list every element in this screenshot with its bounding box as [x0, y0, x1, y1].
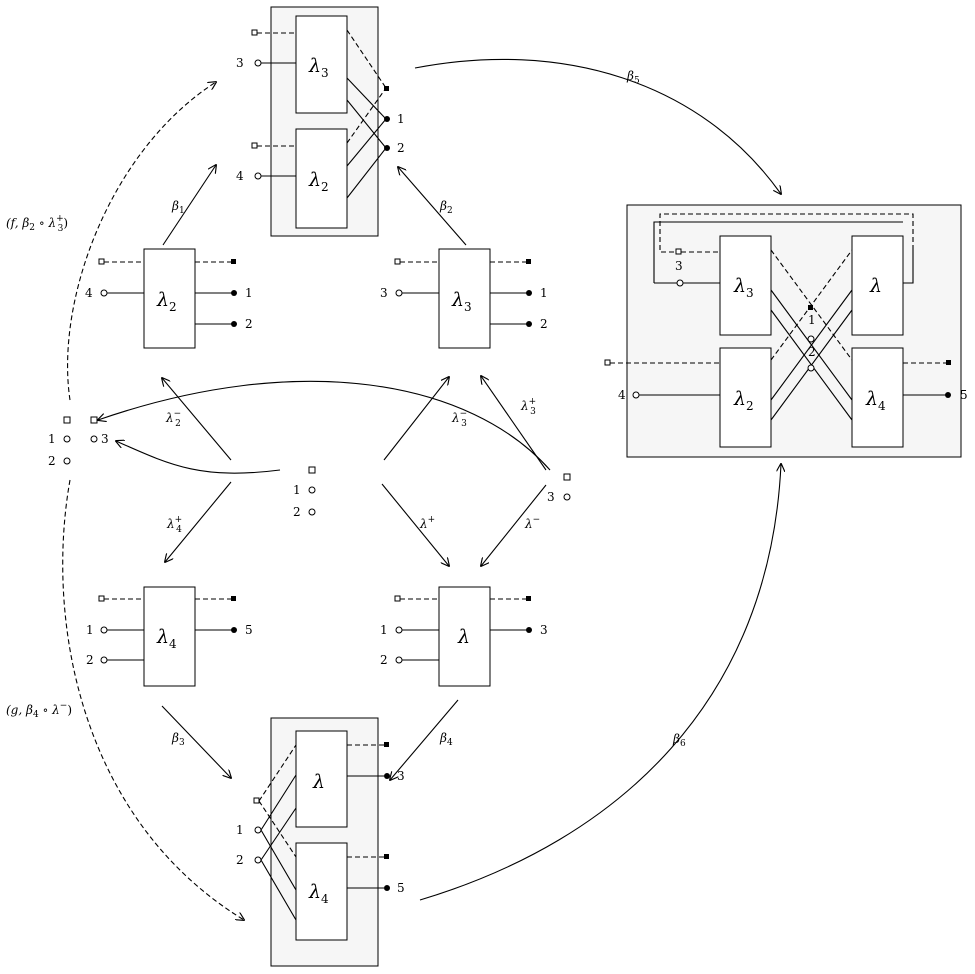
- arrow-lambda-plus: [381, 483, 449, 566]
- left-lambda2-box-group: [98, 248, 237, 349]
- port-label: 1: [808, 313, 816, 327]
- port-label: 1: [245, 286, 253, 300]
- right-lambda-box-group: [394, 586, 532, 687]
- right-lambda3-label: λ3: [451, 289, 472, 314]
- port-label: 4: [85, 286, 93, 300]
- port-label: 3: [547, 490, 555, 504]
- beta1-label: β1: [171, 199, 185, 216]
- port-label: 2: [380, 653, 388, 667]
- arrow-lambda3-minus: [98, 380, 551, 471]
- label-f-pair: (f, β2 ∘ λ+3): [6, 214, 68, 234]
- arrow-lambda3-minus-b: [383, 377, 449, 461]
- port-label: 1: [293, 483, 301, 497]
- arrow-beta6: [419, 464, 781, 901]
- port-label: 3: [675, 259, 683, 273]
- arrow-beta3: [161, 705, 231, 778]
- arrow-lambda2-minus-b: [116, 441, 281, 474]
- label-g-pair: (g, β4 ∘ λ−): [6, 701, 72, 720]
- beta6-label: β6: [672, 732, 686, 749]
- top-lambda2-box: [295, 128, 348, 229]
- object-center: [308, 466, 316, 516]
- beta4-label: β4: [439, 731, 453, 748]
- panel-lambda-label: λ: [869, 275, 882, 297]
- beta5-label: β5: [626, 69, 640, 86]
- lambda-minus-label: λ−: [524, 515, 540, 531]
- port-label: 5: [960, 388, 968, 402]
- port-label: 3: [101, 432, 109, 446]
- beta3-label: β3: [171, 731, 185, 748]
- lambda3-plus-label: λ+3: [520, 397, 536, 417]
- port-label: 2: [540, 317, 548, 331]
- arrow-beta1: [162, 165, 216, 246]
- top-composite-panel: [251, 6, 390, 237]
- port-label: 1: [86, 623, 94, 637]
- bottom-lambda4-label: λ4: [308, 881, 329, 906]
- arrow-lambda4-plus: [165, 481, 232, 562]
- port-label: 2: [236, 853, 244, 867]
- left-lambda2-label: λ2: [156, 289, 177, 314]
- object-left: [63, 416, 98, 465]
- right-composite-panel: [604, 204, 962, 458]
- arrow-dashed-f: [67, 82, 216, 401]
- left-lambda4-box-group: [98, 586, 237, 687]
- left-lambda4-label: λ4: [156, 626, 177, 651]
- port-label: 2: [86, 653, 94, 667]
- port-label: 1: [540, 286, 548, 300]
- bottom-composite-panel: [253, 717, 390, 967]
- bottom-lambda-label: λ: [312, 771, 325, 793]
- port-label: 3: [397, 769, 405, 783]
- lambda4-plus-label: λ+4: [166, 515, 182, 535]
- top-lambda3-box: [295, 15, 348, 114]
- arrow-beta5: [414, 58, 781, 194]
- arrow-dashed-g: [62, 479, 244, 920]
- port-label: 2: [397, 141, 405, 155]
- arrow-lambda-minus: [481, 484, 547, 566]
- arrow-beta4: [390, 699, 459, 780]
- port-label: 3: [236, 56, 244, 70]
- port-label: 3: [540, 623, 548, 637]
- top-lambda3-label: λ3: [308, 55, 329, 80]
- beta2-label: β2: [439, 199, 453, 216]
- lambda2-minus-label: λ−2: [165, 409, 181, 429]
- port-label: 3: [380, 286, 388, 300]
- object-right: [563, 473, 571, 501]
- port-label: 1: [380, 623, 388, 637]
- panel-lambda3-label: λ3: [733, 275, 754, 300]
- port-label: 4: [618, 388, 626, 402]
- right-lambda-label: λ: [457, 626, 470, 648]
- port-label: 4: [236, 169, 244, 183]
- arrow-beta2: [398, 167, 467, 246]
- right-lambda3-box-group: [394, 248, 532, 349]
- top-lambda2-label: λ2: [308, 169, 329, 194]
- panel-lambda4-label: λ4: [865, 388, 886, 413]
- port-label: 5: [397, 881, 405, 895]
- arrow-lambda3-plus: [481, 376, 547, 471]
- port-label: 2: [293, 505, 301, 519]
- lambda-plus-label: λ+: [419, 515, 435, 531]
- arrow-lambda2-minus-a: [162, 378, 232, 461]
- port-label: 5: [245, 623, 253, 637]
- port-label: 1: [397, 112, 405, 126]
- port-label: 1: [236, 823, 244, 837]
- port-label: 2: [245, 317, 253, 331]
- panel-lambda2-label: λ2: [733, 388, 754, 413]
- port-label: 2: [48, 454, 56, 468]
- lambda3-minus-label: λ−3: [451, 409, 467, 429]
- port-label: 2: [808, 345, 816, 359]
- port-label: 1: [48, 432, 56, 446]
